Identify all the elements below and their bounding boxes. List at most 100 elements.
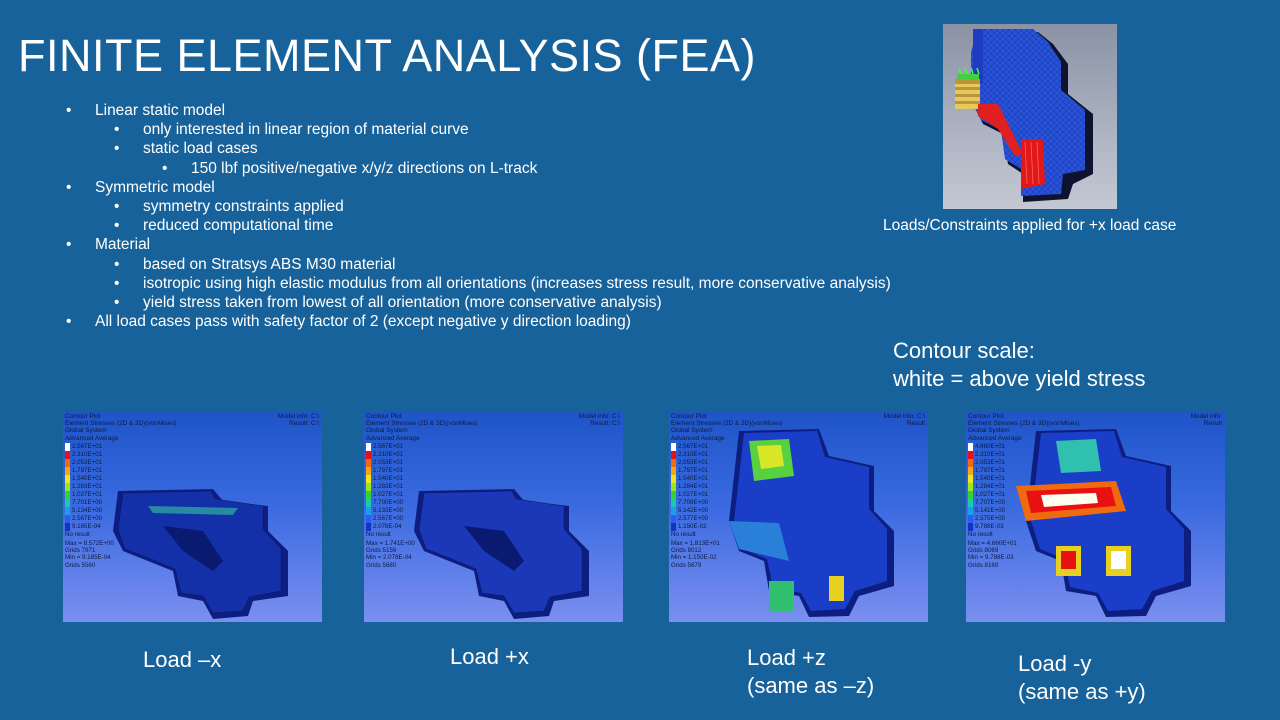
legend-swatch [65, 483, 70, 491]
legend-swatch [65, 499, 70, 507]
legend-value: 2.567E+01 [678, 443, 709, 450]
plot-header-line: Advanced Average [65, 434, 119, 442]
bullet-item: yield stress taken from lowest of all or… [66, 293, 1026, 312]
legend-swatch [65, 443, 70, 451]
plot-model-info-line: Result: C:\ [289, 420, 319, 428]
legend-value: 2.310E+01 [975, 451, 1006, 458]
legend-value: 1.797E+01 [72, 467, 103, 474]
plot-stat-line: Grids 8012 [671, 547, 702, 555]
plot-header-line: Contour Plot [65, 413, 101, 420]
plot-label-line: (same as –z) [747, 673, 875, 698]
plot-header-line: Contour Plot [968, 413, 1004, 420]
no-result-label: No result [65, 531, 90, 538]
legend-value: 2.310E+01 [373, 451, 404, 458]
plot-stat-line: Grids 7971 [65, 547, 96, 555]
legend-swatch [968, 491, 973, 499]
no-result-label: No result [671, 531, 696, 538]
legend-value: 2.053E+01 [975, 459, 1006, 466]
fea-part-graphic [414, 489, 589, 619]
legend-swatch [366, 491, 371, 499]
legend-value: 1.797E+01 [975, 467, 1006, 474]
plot-header-line: Global System [366, 427, 408, 435]
hero-caption: Loads/Constraints applied for +x load ca… [883, 217, 1177, 234]
plot-stat-line: Max = 8.572E+00 [65, 540, 114, 547]
legend-swatch [968, 507, 973, 515]
legend-swatch [65, 507, 70, 515]
plot-header-line: Global System [968, 427, 1010, 435]
legend-swatch [968, 483, 973, 491]
legend-swatch [366, 499, 371, 507]
legend-swatch [671, 507, 676, 515]
plot-model-info-line: Model info: [1190, 413, 1222, 420]
bullet-item: based on Stratsys ABS M30 material [66, 255, 1026, 274]
legend-swatch [968, 515, 973, 523]
plot-header-line: Element Stresses (2D & 3D)(vonMises) [671, 420, 783, 428]
legend-value: 1.027E+01 [72, 491, 103, 498]
fea-part-graphic [729, 429, 894, 617]
legend-value: 2.567E+00 [72, 515, 103, 522]
legend-swatch [366, 523, 371, 531]
bullet-item: symmetry constraints applied [66, 197, 1026, 216]
legend-value: 1.797E+01 [373, 467, 404, 474]
legend-swatch [671, 523, 676, 531]
legend-value: 1.027E+01 [975, 491, 1006, 498]
plot-header-line: Contour Plot [671, 413, 707, 420]
fea-mesh-graphic [955, 29, 1093, 202]
bullet-list: Linear static modelonly interested in li… [66, 101, 1026, 332]
plot-stat-line: Grids 8069 [968, 547, 999, 555]
legend-value: 1.797E+01 [678, 467, 709, 474]
plot-stat-line: Min = 1.150E-02 [671, 554, 717, 562]
legend-value: 2.310E+01 [72, 451, 103, 458]
legend-swatch [366, 451, 371, 459]
plot-model-info-line: Model info: C:\ [578, 413, 620, 420]
plot-stat-line: Max = 1.813E+01 [671, 540, 720, 547]
plot-label-line: Load –x [143, 647, 222, 672]
bullet-item: Material [66, 235, 1026, 254]
plot-model-info: Model info: C:\Result: C:\ [278, 413, 319, 427]
legend-swatch [671, 483, 676, 491]
plot-model-info-line: Model info: C:\ [883, 413, 925, 420]
plot-header-line: Contour Plot [366, 413, 402, 420]
legend-swatch [968, 523, 973, 531]
bullet-item: only interested in linear region of mate… [66, 120, 1026, 139]
legend-value: 2.567E+00 [373, 515, 404, 522]
legend-swatch [671, 515, 676, 523]
plot-header-line: Element Stresses (2D & 3D)(vonMises) [968, 420, 1080, 428]
legend-value: 1.027E+01 [678, 491, 709, 498]
plot-stat-line: Min = 9.788E-03 [968, 554, 1014, 562]
legend-value: 2.053E+01 [72, 459, 103, 466]
legend-swatch [671, 499, 676, 507]
legend-value: 7.708E+00 [678, 499, 709, 506]
legend-swatch [968, 475, 973, 483]
plot-header-line: Advanced Average [366, 434, 420, 442]
legend-swatch [65, 475, 70, 483]
legend-swatch [671, 467, 676, 475]
legend-value: 2.577E+00 [678, 515, 709, 522]
legend-value: 5.134E+00 [72, 507, 103, 514]
plot-stat-line: Min = 2.078E-04 [366, 554, 412, 562]
plot-stat-line: Grids 5560 [65, 561, 96, 569]
plot-label-line: (same as +y) [1018, 679, 1146, 704]
legend-value: 2.567E+01 [72, 443, 103, 450]
legend-value: 2.053E+01 [678, 459, 709, 466]
legend-value: 1.027E+01 [373, 491, 404, 498]
legend-value: 5.142E+00 [678, 507, 709, 514]
slide-title: FINITE ELEMENT ANALYSIS (FEA) [18, 30, 756, 81]
plot-header-line: Global System [671, 427, 713, 435]
legend-value: 1.150E-02 [678, 523, 707, 530]
fea-part-graphic [113, 489, 288, 619]
plot-label-load-pos-x: Load +x [450, 643, 529, 671]
bullet-item: Linear static model [66, 101, 1026, 120]
plot-header-line: Advanced Average [671, 434, 725, 442]
legend-swatch [968, 451, 973, 459]
legend-swatch [65, 491, 70, 499]
contour-scale-note: Contour scale: white = above yield stres… [893, 337, 1146, 393]
plot-stat-line: Min = 9.185E-04 [65, 554, 111, 562]
legend-swatch [65, 459, 70, 467]
legend-value: 5.141E+00 [975, 507, 1006, 514]
legend-swatch [366, 443, 371, 451]
legend-value: 1.284E+01 [678, 483, 709, 490]
